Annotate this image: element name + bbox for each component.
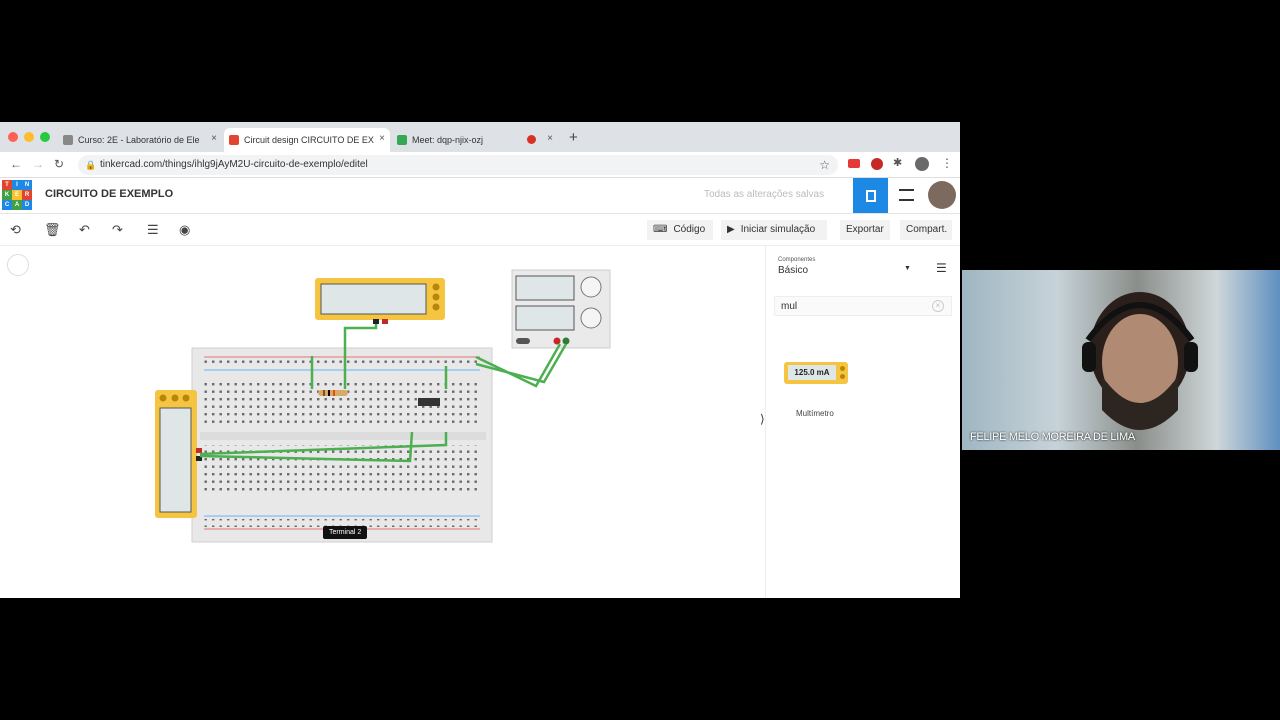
recording-icon [527, 135, 536, 144]
user-avatar[interactable] [928, 181, 956, 209]
logo-letter: I [12, 180, 22, 190]
diode [418, 398, 440, 406]
schematic-list-icon[interactable] [899, 189, 914, 201]
logo-letter: C [2, 200, 12, 210]
tab-title: Curso: 2E - Laboratório de Ele [78, 135, 200, 145]
circuit-drawing[interactable] [0, 246, 765, 598]
close-tab-icon[interactable]: × [547, 133, 553, 144]
logo-letter: N [22, 180, 32, 190]
bookmark-star-icon[interactable]: ☆ [819, 158, 830, 172]
profile-avatar[interactable] [915, 157, 929, 171]
webcam-tile: FELIPE MELO MOREIRA DE LIMA [962, 270, 1280, 450]
visibility-icon[interactable]: ◉ [179, 222, 191, 237]
rotate-icon[interactable]: ⟲ [10, 222, 21, 237]
share-button[interactable]: Compart. [900, 220, 952, 240]
wires [199, 324, 568, 463]
tab-circuit-design[interactable]: Circuit design CIRCUITO DE EX × [224, 128, 390, 152]
logo-letter: K [2, 190, 12, 200]
close-tab-icon[interactable]: × [379, 133, 385, 144]
knob-icon [840, 366, 845, 371]
export-button[interactable]: Exportar [840, 220, 890, 240]
close-tab-icon[interactable]: × [211, 133, 217, 144]
multimeter-component-name: Multímetro [796, 409, 834, 418]
circuit-canvas[interactable]: Terminal 2 ⟩ [0, 246, 765, 598]
components-label: Componentes [778, 257, 816, 263]
forward-icon[interactable]: → [32, 157, 44, 171]
close-window-button[interactable] [8, 132, 18, 142]
circuit-view-button[interactable] [853, 178, 888, 213]
url-text: tinkercad.com/things/ihlg9jAyM2U-circuit… [100, 159, 368, 170]
meet-favicon-icon [397, 135, 407, 145]
logo-letter: T [2, 180, 12, 190]
address-bar: ← → ↻ 🔒 tinkercad.com/things/ihlg9jAyM2U… [0, 152, 960, 178]
participant-name: FELIPE MELO MOREIRA DE LIMA [970, 431, 1135, 443]
tab-meet[interactable]: Meet: dqp-njix-ozj × [392, 128, 558, 152]
url-field[interactable]: 🔒 tinkercad.com/things/ihlg9jAyM2U-circu… [78, 155, 838, 175]
components-panel: Componentes Básico ▼ ☰ × 125.0 mA Multím… [765, 246, 960, 598]
terminal-tooltip: Terminal 2 [323, 526, 368, 539]
play-icon: ▶ [727, 224, 735, 235]
back-icon[interactable]: ← [10, 157, 22, 171]
fit-view-icon[interactable] [7, 254, 29, 276]
dropdown-caret-icon[interactable]: ▼ [904, 265, 911, 272]
design-title[interactable]: CIRCUITO DE EXEMPLO [45, 188, 174, 200]
redo-icon[interactable]: ↷ [112, 222, 123, 237]
list-view-icon[interactable]: ☰ [936, 261, 947, 275]
extension-red-icon[interactable] [871, 158, 883, 170]
youtube-extension-icon[interactable] [848, 159, 860, 168]
participant-video [1082, 292, 1198, 430]
clear-search-icon[interactable]: × [932, 300, 944, 312]
tinkercad-favicon-icon [229, 135, 239, 145]
panel-toggle-icon[interactable]: ⟩ [760, 412, 765, 426]
reload-icon[interactable]: ↻ [54, 157, 65, 171]
puzzle-extensions-icon[interactable]: ✱ [893, 157, 903, 169]
logo-letter: A [12, 200, 22, 210]
component-search-input[interactable] [774, 296, 952, 316]
logo-letter: D [22, 200, 32, 210]
undo-icon[interactable]: ↶ [79, 222, 90, 237]
logo-letter: R [22, 190, 32, 200]
notes-icon[interactable]: ☰ [147, 222, 159, 237]
tab-title: Circuit design CIRCUITO DE EX [244, 135, 374, 145]
components-select[interactable]: Básico [778, 265, 809, 276]
delete-icon[interactable]: 🗑 [44, 222, 61, 237]
maximize-window-button[interactable] [40, 132, 50, 142]
start-simulation-button[interactable]: ▶ Iniciar simulação [721, 220, 827, 240]
lock-icon: 🔒 [85, 160, 97, 170]
code-label: Código [673, 224, 706, 235]
browser-window: Curso: 2E - Laboratório de Ele × Circuit… [0, 122, 960, 598]
logo-letter: E [12, 190, 22, 200]
minimize-window-button[interactable] [24, 132, 34, 142]
multimeter-component[interactable]: 125.0 mA [784, 362, 848, 384]
start-simulation-label: Iniciar simulação [740, 224, 816, 235]
browser-menu-icon[interactable]: ⋮ [941, 156, 953, 170]
new-tab-button[interactable]: + [569, 129, 578, 146]
document-icon [63, 135, 73, 145]
code-icon: ⌨ [653, 224, 668, 235]
editor-toolbar: ⟲ 🗑 ↶ ↷ ☰ ◉ ⌨ Código ▶ Iniciar simulação E… [0, 214, 960, 246]
tab-course[interactable]: Curso: 2E - Laboratório de Ele × [58, 128, 222, 152]
tab-bar: Curso: 2E - Laboratório de Ele × Circuit… [0, 122, 960, 152]
save-status: Todas as alterações salvas [704, 189, 825, 200]
chip-icon [866, 190, 876, 202]
tab-title: Meet: dqp-njix-ozj [412, 135, 484, 145]
code-button[interactable]: ⌨ Código [647, 220, 713, 240]
tinkercad-logo[interactable]: T I N K E R C A D [2, 180, 32, 210]
multimeter-display: 125.0 mA [788, 365, 836, 380]
tinkercad-header: T I N K E R C A D CIRCUITO DE EXEMPLO To… [0, 178, 960, 214]
knob-icon [840, 374, 845, 379]
